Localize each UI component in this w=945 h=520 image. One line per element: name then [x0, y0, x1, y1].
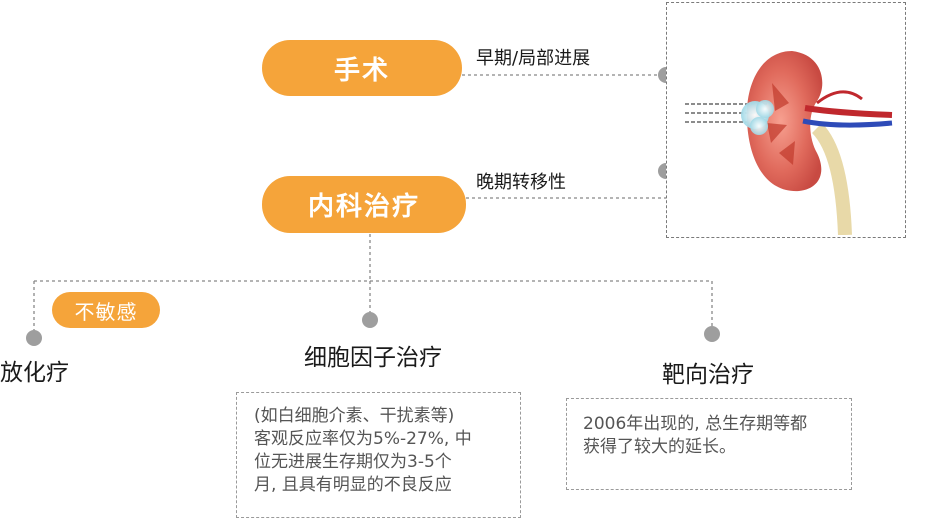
- chemo-label: 放化疗: [0, 360, 69, 386]
- insensitive-badge-text: 不敏感: [74, 299, 138, 324]
- illustration-box: [666, 2, 906, 238]
- cytokine-label: 细胞因子治疗: [304, 345, 442, 371]
- insensitive-badge: 不敏感: [52, 292, 160, 328]
- kidney-ablation-icon: [685, 51, 893, 236]
- surgery-label: 手术: [333, 55, 390, 86]
- cytokine-note-box: (如白细胞介素、干扰素等) 客观反应率仅为5%-27%, 中 位无进展生存期仅为…: [236, 392, 521, 518]
- cytokine-note-line: 月, 且具有明显的不良反应: [254, 475, 452, 495]
- cytokine-note-line: 位无进展生存期仅为3-5个: [254, 452, 452, 472]
- cytokine-note-line: (如白细胞介素、干扰素等): [254, 406, 455, 426]
- cytokine-note-line: 客观反应率仅为5%-27%, 中: [254, 429, 472, 449]
- medical-stage-label: 晚期转移性: [476, 172, 566, 193]
- surgery-pill: 手术: [262, 40, 462, 96]
- cytokine-dot: [362, 312, 378, 328]
- targeted-note-box: 2006年出现的, 总生存期等都 获得了较大的延长。: [566, 398, 852, 490]
- targeted-dot: [704, 326, 720, 342]
- targeted-note-line: 2006年出现的, 总生存期等都: [583, 414, 808, 434]
- medical-pill: 内科治疗: [262, 176, 466, 233]
- targeted-label: 靶向治疗: [662, 362, 754, 388]
- targeted-note-line: 获得了较大的延长。: [583, 437, 736, 457]
- medical-label: 内科治疗: [307, 192, 420, 222]
- chemo-dot: [26, 330, 42, 346]
- surgery-stage-label: 早期/局部进展: [476, 48, 591, 69]
